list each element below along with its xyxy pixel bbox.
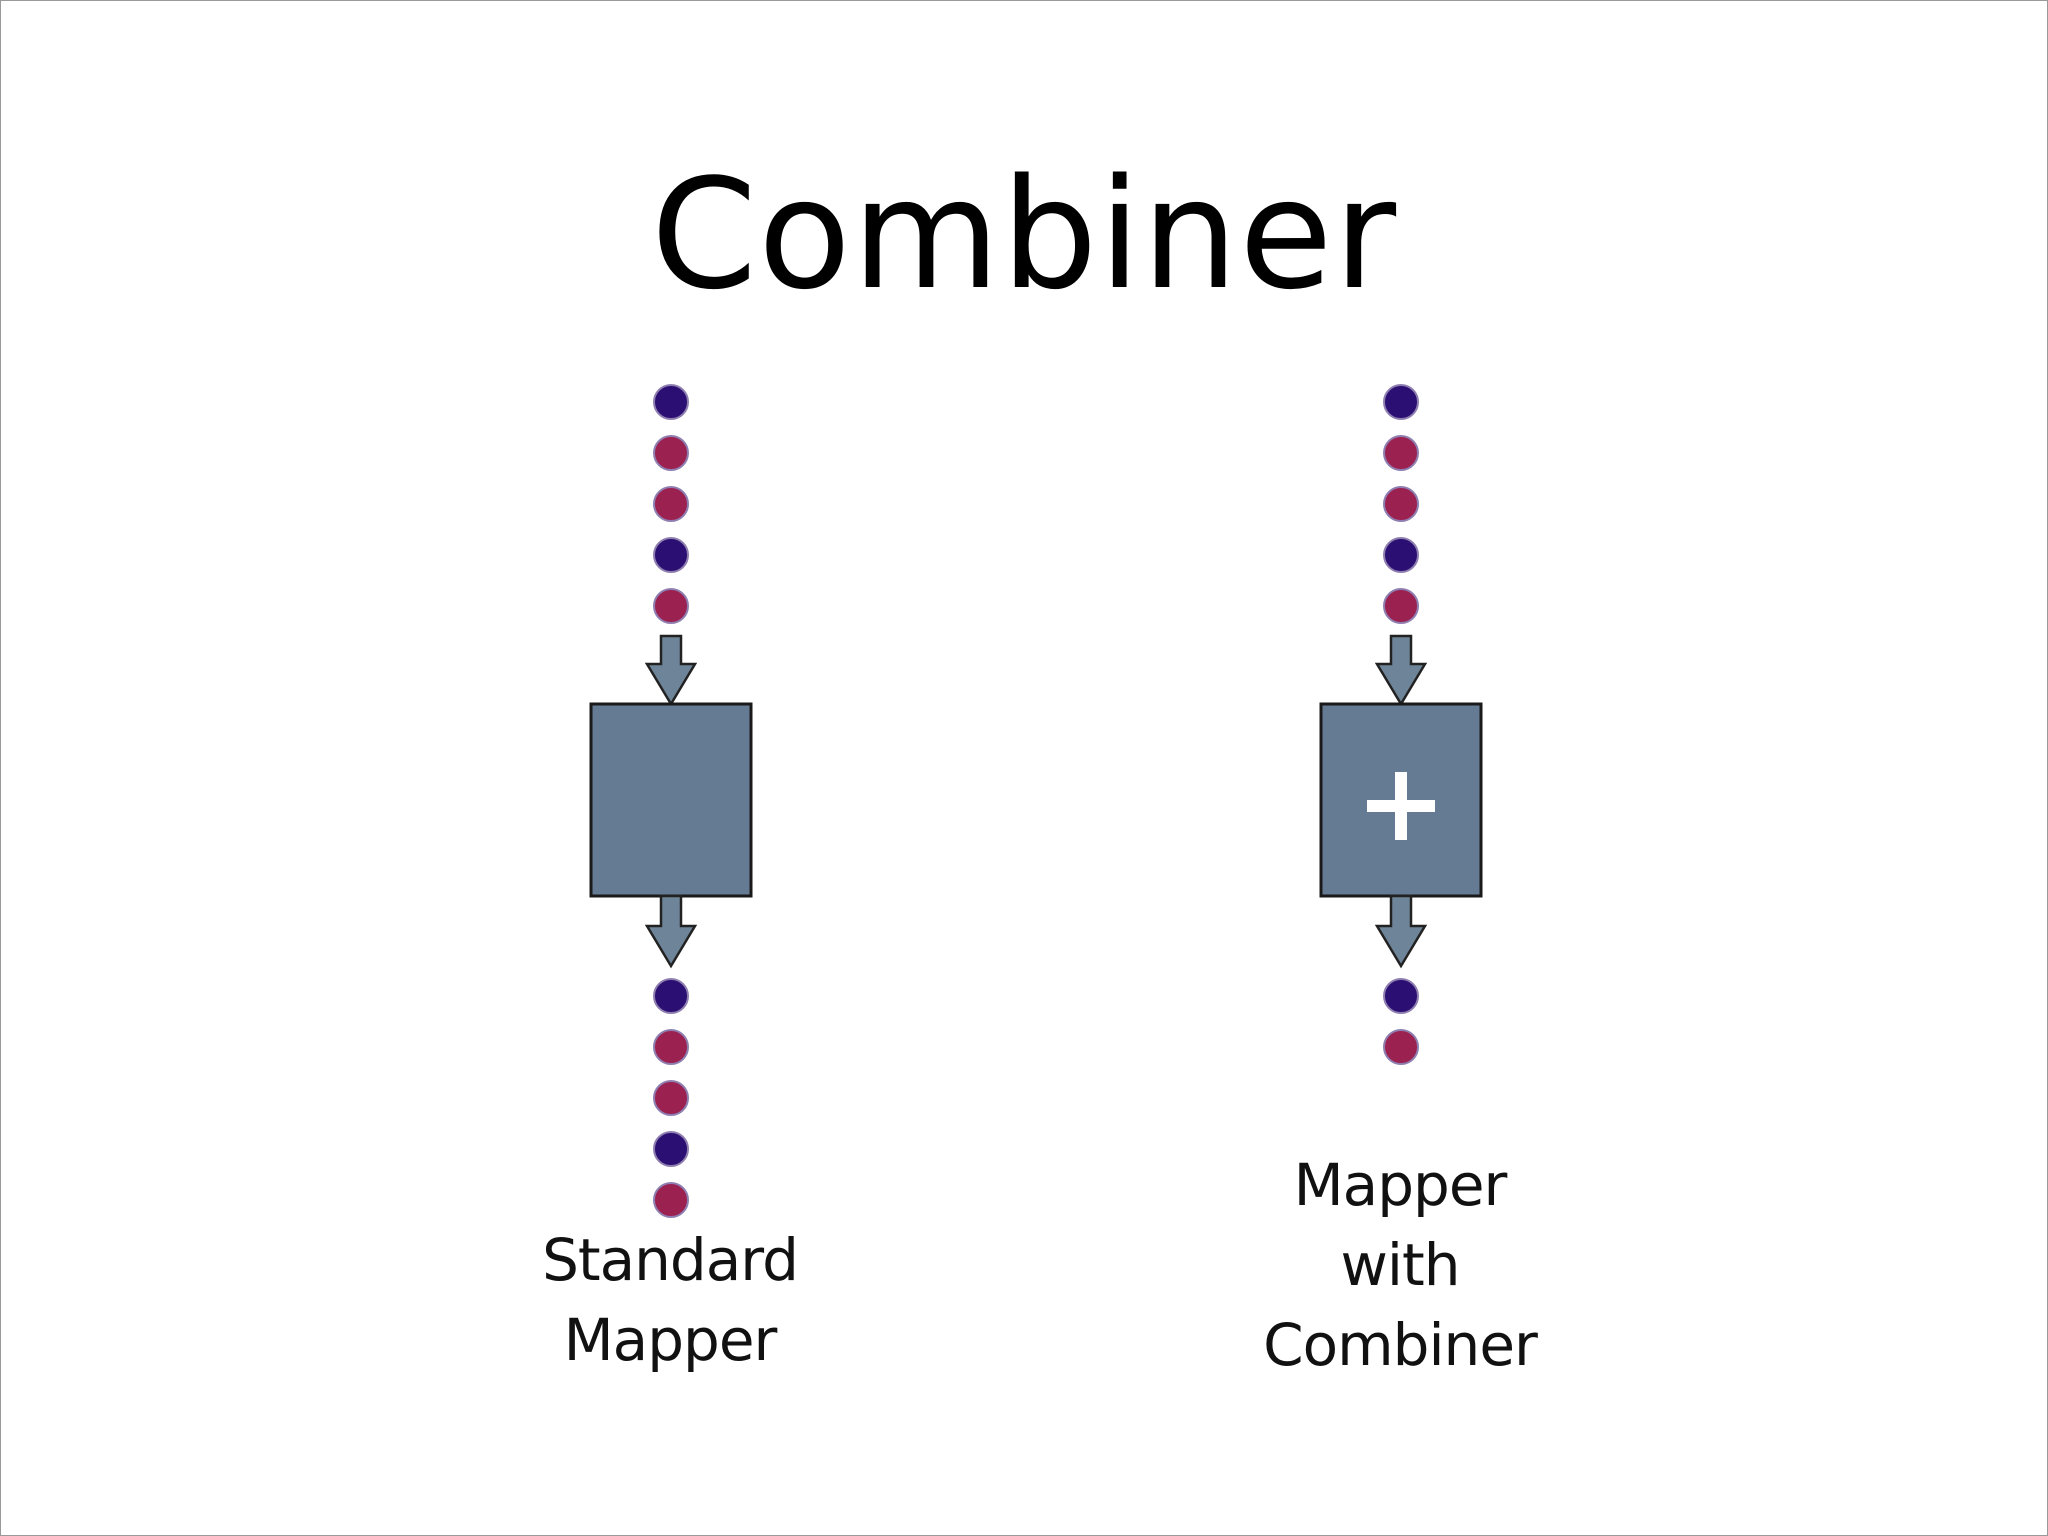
- input-record-dot-red: [1383, 486, 1419, 522]
- caption-line: Combiner: [1263, 1311, 1538, 1379]
- caption-line: Mapper: [1293, 1151, 1508, 1219]
- output-record-dot-red: [653, 1029, 689, 1065]
- input-record-dot-blue: [1383, 537, 1419, 573]
- output-record-dot-blue: [1383, 978, 1419, 1014]
- output-record-dot-blue: [653, 978, 689, 1014]
- standard-mapper-caption: Standard Mapper: [470, 1220, 870, 1380]
- mapper-box: [589, 702, 753, 898]
- input-record-dot-blue: [653, 537, 689, 573]
- input-record-dot-blue: [1383, 384, 1419, 420]
- output-arrow-icon: [644, 894, 698, 969]
- input-record-dot-red: [653, 588, 689, 624]
- input-arrow-icon: [644, 634, 698, 707]
- output-arrow-icon: [1374, 894, 1428, 969]
- plus-bar-vertical: [1395, 772, 1407, 840]
- input-record-dot-red: [653, 486, 689, 522]
- output-record-dot-red: [653, 1182, 689, 1218]
- input-arrow-icon: [1374, 634, 1428, 707]
- output-record-dot-red: [653, 1080, 689, 1116]
- output-record-dot-red: [1383, 1029, 1419, 1065]
- input-record-dot-red: [653, 435, 689, 471]
- plus-icon: [1367, 772, 1435, 840]
- caption-line: Mapper: [563, 1306, 778, 1374]
- combiner-mapper-caption: Mapper with Combiner: [1200, 1145, 1600, 1385]
- caption-line: with: [1340, 1231, 1460, 1299]
- input-record-dot-red: [1383, 588, 1419, 624]
- input-record-dot-blue: [653, 384, 689, 420]
- standard-mapper-diagram: [589, 384, 753, 1218]
- input-record-dot-red: [1383, 435, 1419, 471]
- combiner-mapper-diagram: [1319, 384, 1483, 1065]
- output-record-dot-blue: [653, 1131, 689, 1167]
- caption-line: Standard: [542, 1226, 799, 1294]
- slide-title: Combiner: [650, 146, 1398, 323]
